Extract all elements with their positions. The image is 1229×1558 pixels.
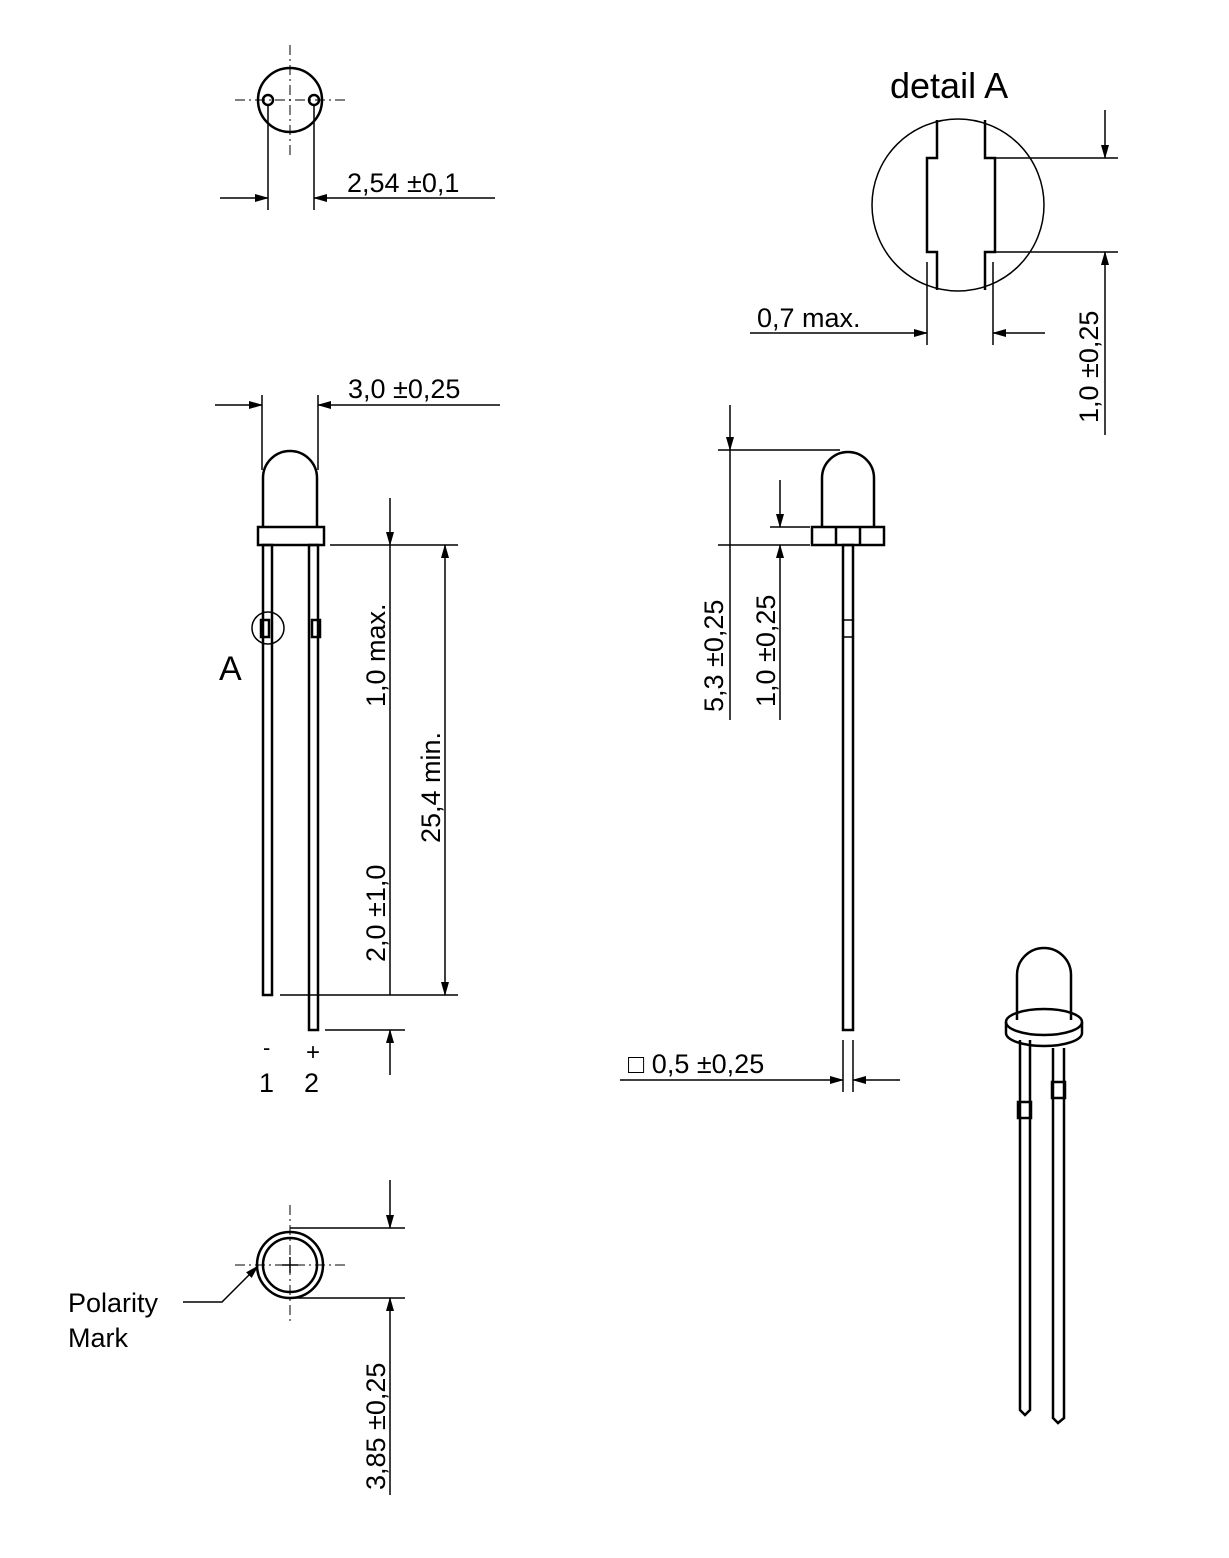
top-view: 2,54 ±0,1 xyxy=(220,45,495,210)
lead-offset-dimension: 2,0 ±1,0 xyxy=(361,865,391,962)
flange-dimension: 1,0 ±0,25 xyxy=(751,595,781,707)
detail-marker: A xyxy=(219,650,242,688)
pin2-label: 2 xyxy=(304,1068,319,1098)
polarity-label-line2: Mark xyxy=(68,1323,128,1353)
pin1-sign: - xyxy=(263,1035,270,1060)
detail-a: detail A 1,0 ±0,25 0,7 max. xyxy=(750,65,1118,435)
flange-diameter-dimension: 3,85 ±0,25 xyxy=(361,1363,391,1490)
pitch-dimension: 2,54 ±0,1 xyxy=(347,168,459,198)
isometric-view xyxy=(1004,946,1084,1425)
diameter-dimension: 3,0 ±0,25 xyxy=(348,374,460,404)
lead-section-dimension: □ 0,5 ±0,25 xyxy=(628,1049,764,1079)
flange-kink-dimension: 1,0 max. xyxy=(361,603,391,707)
detail-width-dimension: 0,7 max. xyxy=(757,303,861,333)
front-view: A 3,0 ±0,25 1,0 max. 25,4 min. 2,0 ±1,0 … xyxy=(215,374,500,1098)
pin2-sign: + xyxy=(306,1039,320,1066)
side-view: 5,3 ±0,25 1,0 ±0,25 □ 0,5 ±0,25 xyxy=(620,405,900,1092)
pin1-label: 1 xyxy=(259,1068,274,1098)
detail-title: detail A xyxy=(890,65,1008,106)
detail-length-dimension: 1,0 ±0,25 xyxy=(1074,311,1104,423)
polarity-label-line1: Polarity xyxy=(68,1288,159,1318)
bottom-view: 3,85 ±0,25 Polarity Mark xyxy=(68,1180,405,1495)
height-dimension: 5,3 ±0,25 xyxy=(699,600,729,712)
lead-length-dimension: 25,4 min. xyxy=(416,732,446,843)
